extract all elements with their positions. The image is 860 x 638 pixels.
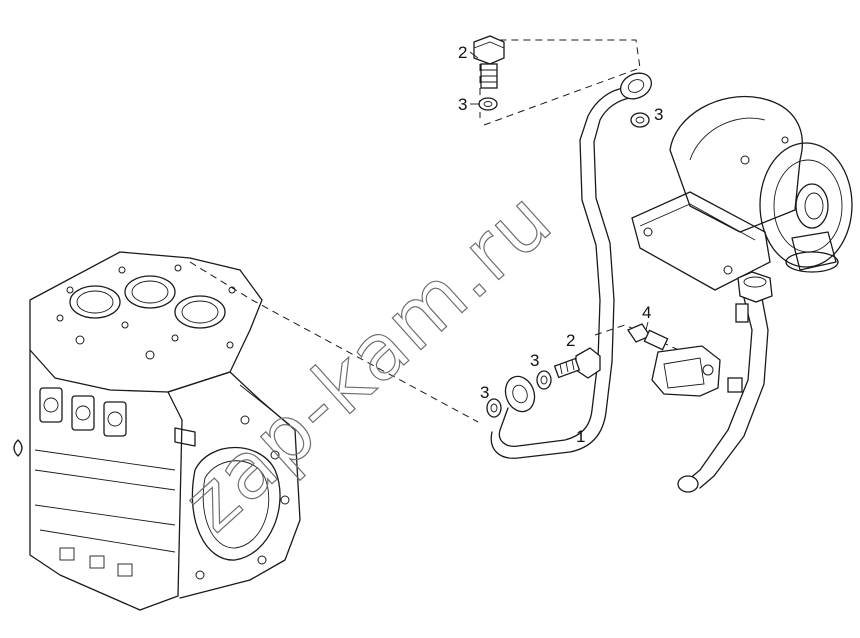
washer-icon: [478, 97, 650, 128]
assembly-line-block: [189, 261, 479, 423]
leader-bolt-top: [469, 51, 479, 59]
turbocharger-icon: [631, 95, 853, 291]
callout-2-bolt-lower: 2: [566, 331, 575, 350]
leader-clamp: [645, 321, 649, 331]
clamp-icon: [627, 323, 721, 397]
callout-4-clamp: 4: [642, 303, 651, 322]
callout-2-bolt-top: 2: [458, 43, 467, 62]
callout-1-pipe: 1: [576, 427, 585, 446]
watermark-text: zap-kam.ru: [167, 174, 569, 549]
washer-lower-icon: [486, 370, 552, 418]
assembly-line-lower: [594, 324, 701, 361]
banjo-bolt-lower-icon: [553, 347, 601, 379]
engine-block-icon: [13, 251, 301, 611]
callout-3-washer-top-right: 3: [654, 105, 663, 124]
callout-3-washer-top-left: 3: [458, 95, 467, 114]
callout-3-washer-lower-a: 3: [530, 351, 539, 370]
callout-3-washer-lower-b: 3: [480, 383, 489, 402]
oil-pipe-icon: [490, 72, 653, 459]
assembly-line-top: [480, 39, 641, 126]
banjo-bolt-icon: [473, 35, 505, 89]
return-pipe-icon: [677, 271, 773, 493]
